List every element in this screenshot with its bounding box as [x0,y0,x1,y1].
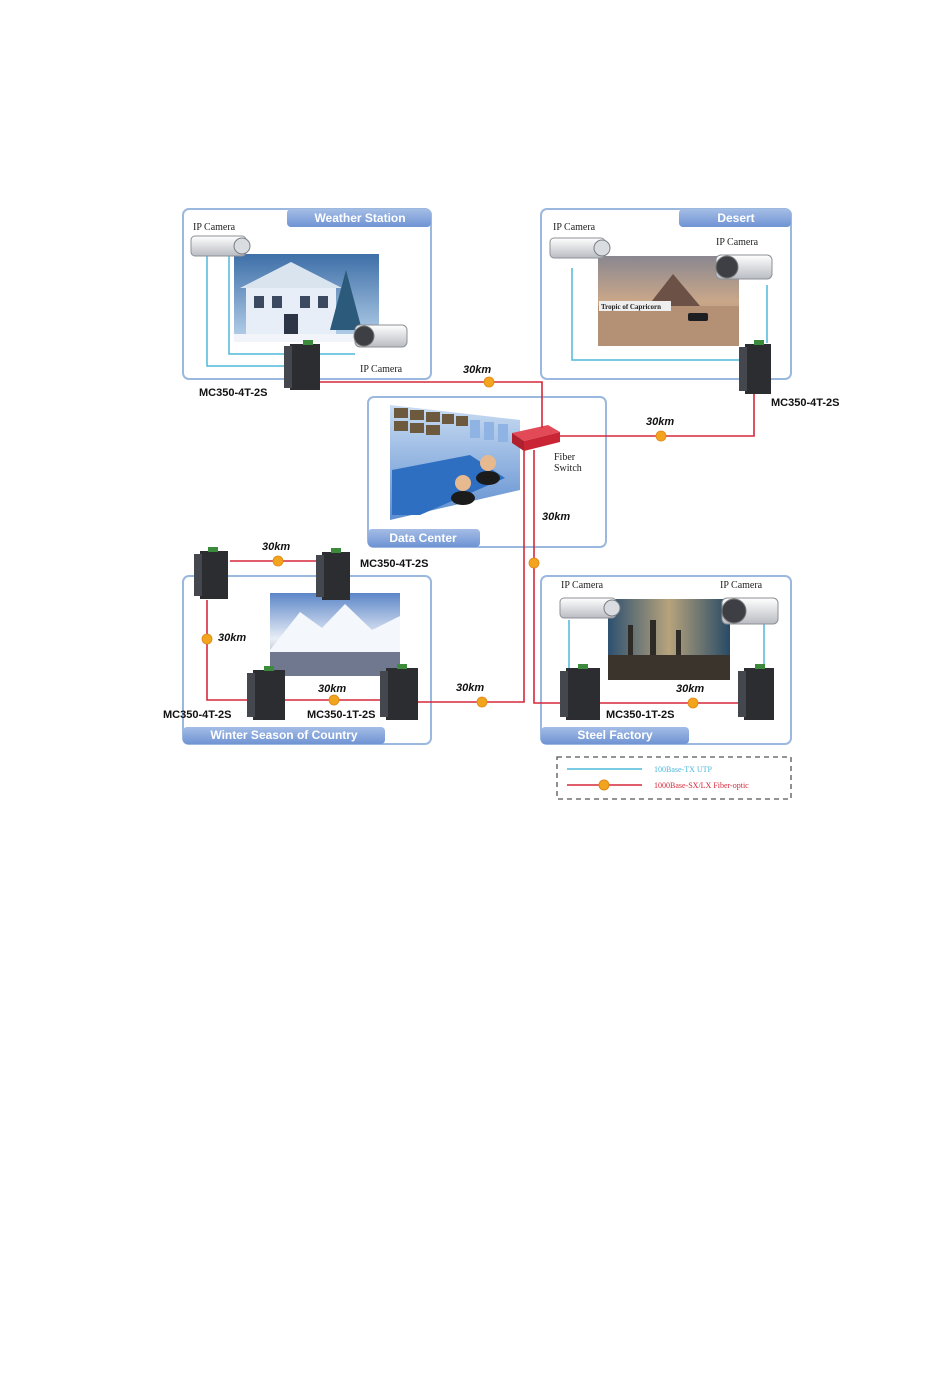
model-label: MC350-4T-2S [360,558,428,570]
model-label: MC350-1T-2S [307,709,375,721]
model-label: MC350-4T-2S [199,387,267,399]
winter-photo [270,593,400,676]
steel-factory-title-bar [541,727,689,744]
legend: 100Base-TX UTP 1000Base-SX/LX Fiber-opti… [556,756,792,800]
media-converter-icon [739,340,771,394]
ip-camera-icon [353,324,408,348]
media-converter-icon [194,547,228,599]
distance-label: 30km [676,683,704,695]
fiber-switch-label-1: Fiber [554,452,576,463]
winter-title: Winter Season of Country [210,728,358,742]
distance-label: 30km [218,632,246,644]
ip-camera-icon [721,597,779,625]
media-converter-icon [380,664,418,720]
winter-area: Winter Season of Country [182,575,432,745]
data-center-title-bar [368,529,480,547]
model-label: MC350-1T-2S [606,709,674,721]
ip-camera-label: IP Camera [360,364,403,375]
weather-station-photo [234,254,379,342]
ip-camera-label: IP Camera [716,237,759,248]
control-room-illustration [390,405,520,520]
media-converter-icon [284,340,320,390]
data-center-title: Data Center [389,531,457,545]
tropic-sign-text: Tropic of Capricorn [601,303,661,311]
fiber-cables [206,381,755,704]
distance-label: 30km [262,541,290,553]
fiber-switch-label-2: Switch [554,463,582,474]
distance-label: 30km [456,682,484,694]
weather-station-title: Weather Station [314,211,405,225]
media-converter-icon [247,666,285,720]
model-label: MC350-4T-2S [771,397,839,409]
legend-fiber-label: 1000Base-SX/LX Fiber-optic [654,781,749,790]
media-converter-icon [560,664,600,720]
weather-station-title-bar [287,209,431,227]
legend-utp-label: 100Base-TX UTP [654,765,713,774]
desert-title-bar [679,209,791,227]
media-converter-icon [738,664,774,720]
ip-camera-label: IP Camera [561,580,604,591]
steel-factory-photo [608,599,730,680]
utp-cables [206,256,768,668]
fiber-link-markers [201,376,699,709]
model-label: MC350-4T-2S [163,709,231,721]
ip-camera-label: IP Camera [553,222,596,233]
fiber-switch: Fiber Switch [512,425,582,474]
desert-title: Desert [717,211,754,225]
ip-camera-icon [190,235,251,257]
ip-camera-icon [549,237,611,259]
ip-camera-icon [715,254,773,280]
ip-camera-label: IP Camera [720,580,763,591]
distance-label: 30km [542,511,570,523]
steel-factory-title: Steel Factory [577,728,653,742]
ip-camera-icon [559,597,621,619]
data-center-area: Data Center Fiber Switch [367,396,607,548]
distance-label: 30km [463,364,491,376]
distance-label: 30km [318,683,346,695]
distance-label: 30km [646,416,674,428]
ip-camera-label: IP Camera [193,222,236,233]
winter-title-bar [183,727,385,744]
legend-fiber-marker [598,779,610,791]
media-converter-icon [316,548,350,600]
